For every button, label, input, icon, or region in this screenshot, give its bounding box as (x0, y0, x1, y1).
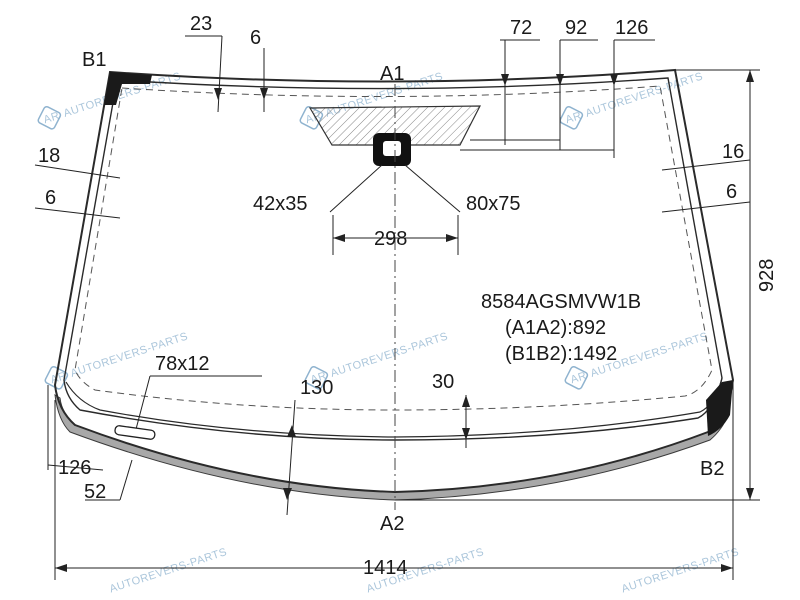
dim-23: 23 (190, 13, 212, 35)
dim-6-left: 6 (45, 187, 56, 209)
sensor-window (383, 141, 401, 156)
mirror-hatched-area (308, 105, 481, 146)
dim-78x12: 78x12 (155, 353, 210, 375)
svg-text:AUTOREVERS-PARTS: AUTOREVERS-PARTS (108, 546, 229, 595)
svg-text:AR: AR (42, 110, 61, 126)
dim-928: 928 (756, 259, 778, 292)
dim-126-bottom: 126 (58, 457, 91, 479)
dim-16: 16 (722, 141, 744, 163)
label-b1: B1 (82, 49, 106, 71)
part-code: 8584AGSMVW1B (481, 291, 641, 313)
dim-126-top: 126 (615, 17, 648, 39)
dim-80x75: 80x75 (466, 193, 521, 215)
svg-text:AR: AR (49, 370, 68, 386)
dim-6-top: 6 (250, 27, 261, 49)
slot-78x12 (114, 425, 156, 440)
svg-text:AR: AR (569, 370, 588, 386)
svg-text:AR: AR (564, 110, 583, 126)
dim-92: 92 (565, 17, 587, 39)
glass-outer-edge (53, 68, 735, 494)
watermark-7: AUTOREVERS-PARTS (108, 546, 229, 595)
dim-130: 130 (300, 377, 333, 399)
height-a1a2: (A1A2):892 (505, 317, 606, 339)
label-a2: A2 (380, 513, 404, 535)
width-b1b2: (B1B2):1492 (505, 343, 617, 365)
svg-text:AR: AR (309, 370, 328, 386)
dim-30: 30 (432, 371, 454, 393)
glass-inner-edge (63, 77, 723, 441)
dimension-lines (34, 35, 760, 580)
dim-18: 18 (38, 145, 60, 167)
label-b2: B2 (700, 458, 724, 480)
svg-text:AUTOREVERS-PARTS: AUTOREVERS-PARTS (584, 70, 705, 119)
dim-52: 52 (84, 481, 106, 503)
dim-298: 298 (374, 228, 407, 250)
dashed-frit-line (74, 85, 713, 411)
label-a1: A1 (380, 63, 404, 85)
dim-1414: 1414 (363, 557, 408, 579)
dim-42x35: 42x35 (253, 193, 308, 215)
dim-6-right: 6 (726, 181, 737, 203)
dim-72: 72 (510, 17, 532, 39)
dimension-arrows (55, 70, 754, 572)
b2-corner-mark (706, 380, 733, 436)
b1-corner-mark (104, 72, 152, 105)
